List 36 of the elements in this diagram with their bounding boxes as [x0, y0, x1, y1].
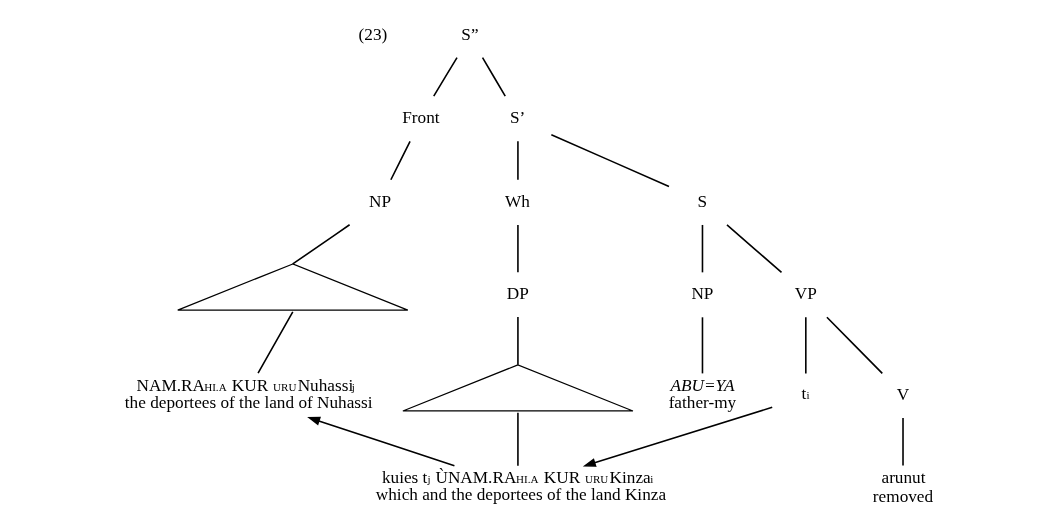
connector	[901, 417, 904, 467]
connector	[481, 56, 506, 97]
node-text: arunut removed	[872, 468, 933, 506]
connector	[725, 224, 782, 274]
node-text: V	[896, 385, 909, 405]
connector	[516, 412, 519, 467]
connector	[516, 224, 519, 274]
connector	[701, 224, 703, 274]
node-triangle	[401, 364, 634, 412]
node-text: NP	[368, 192, 391, 211]
node-text: NAM.RAHI.A KUR URUNuhassij the deportees of the land of Nuhassi	[124, 375, 373, 413]
connector	[701, 316, 703, 375]
node-text: DP	[506, 284, 529, 304]
node-text: Wh	[504, 192, 530, 211]
connector	[804, 316, 807, 375]
node-text: S’	[509, 108, 525, 128]
node-text: S	[697, 192, 707, 211]
connector	[432, 56, 458, 97]
connector	[256, 311, 294, 374]
label: (23)	[358, 24, 387, 44]
node-text: Front	[401, 108, 440, 128]
connector	[550, 133, 670, 188]
arrow	[306, 416, 455, 467]
connector	[825, 316, 883, 375]
node-triangle	[176, 263, 408, 311]
node-text: NP	[690, 284, 713, 304]
connector	[291, 223, 350, 265]
connector	[516, 140, 519, 181]
node-text: S”	[460, 24, 479, 44]
node-text: kuies tj ÙNAM.RAHI.A KUR URUKinzai which and the deportees of the land Kinza	[375, 468, 666, 505]
connector	[516, 316, 519, 366]
node-text: ABU=YA father-my	[668, 375, 736, 413]
connector	[389, 140, 411, 181]
arrow	[582, 406, 773, 467]
node-text: VP	[794, 284, 817, 304]
node-text: ti	[801, 383, 810, 403]
